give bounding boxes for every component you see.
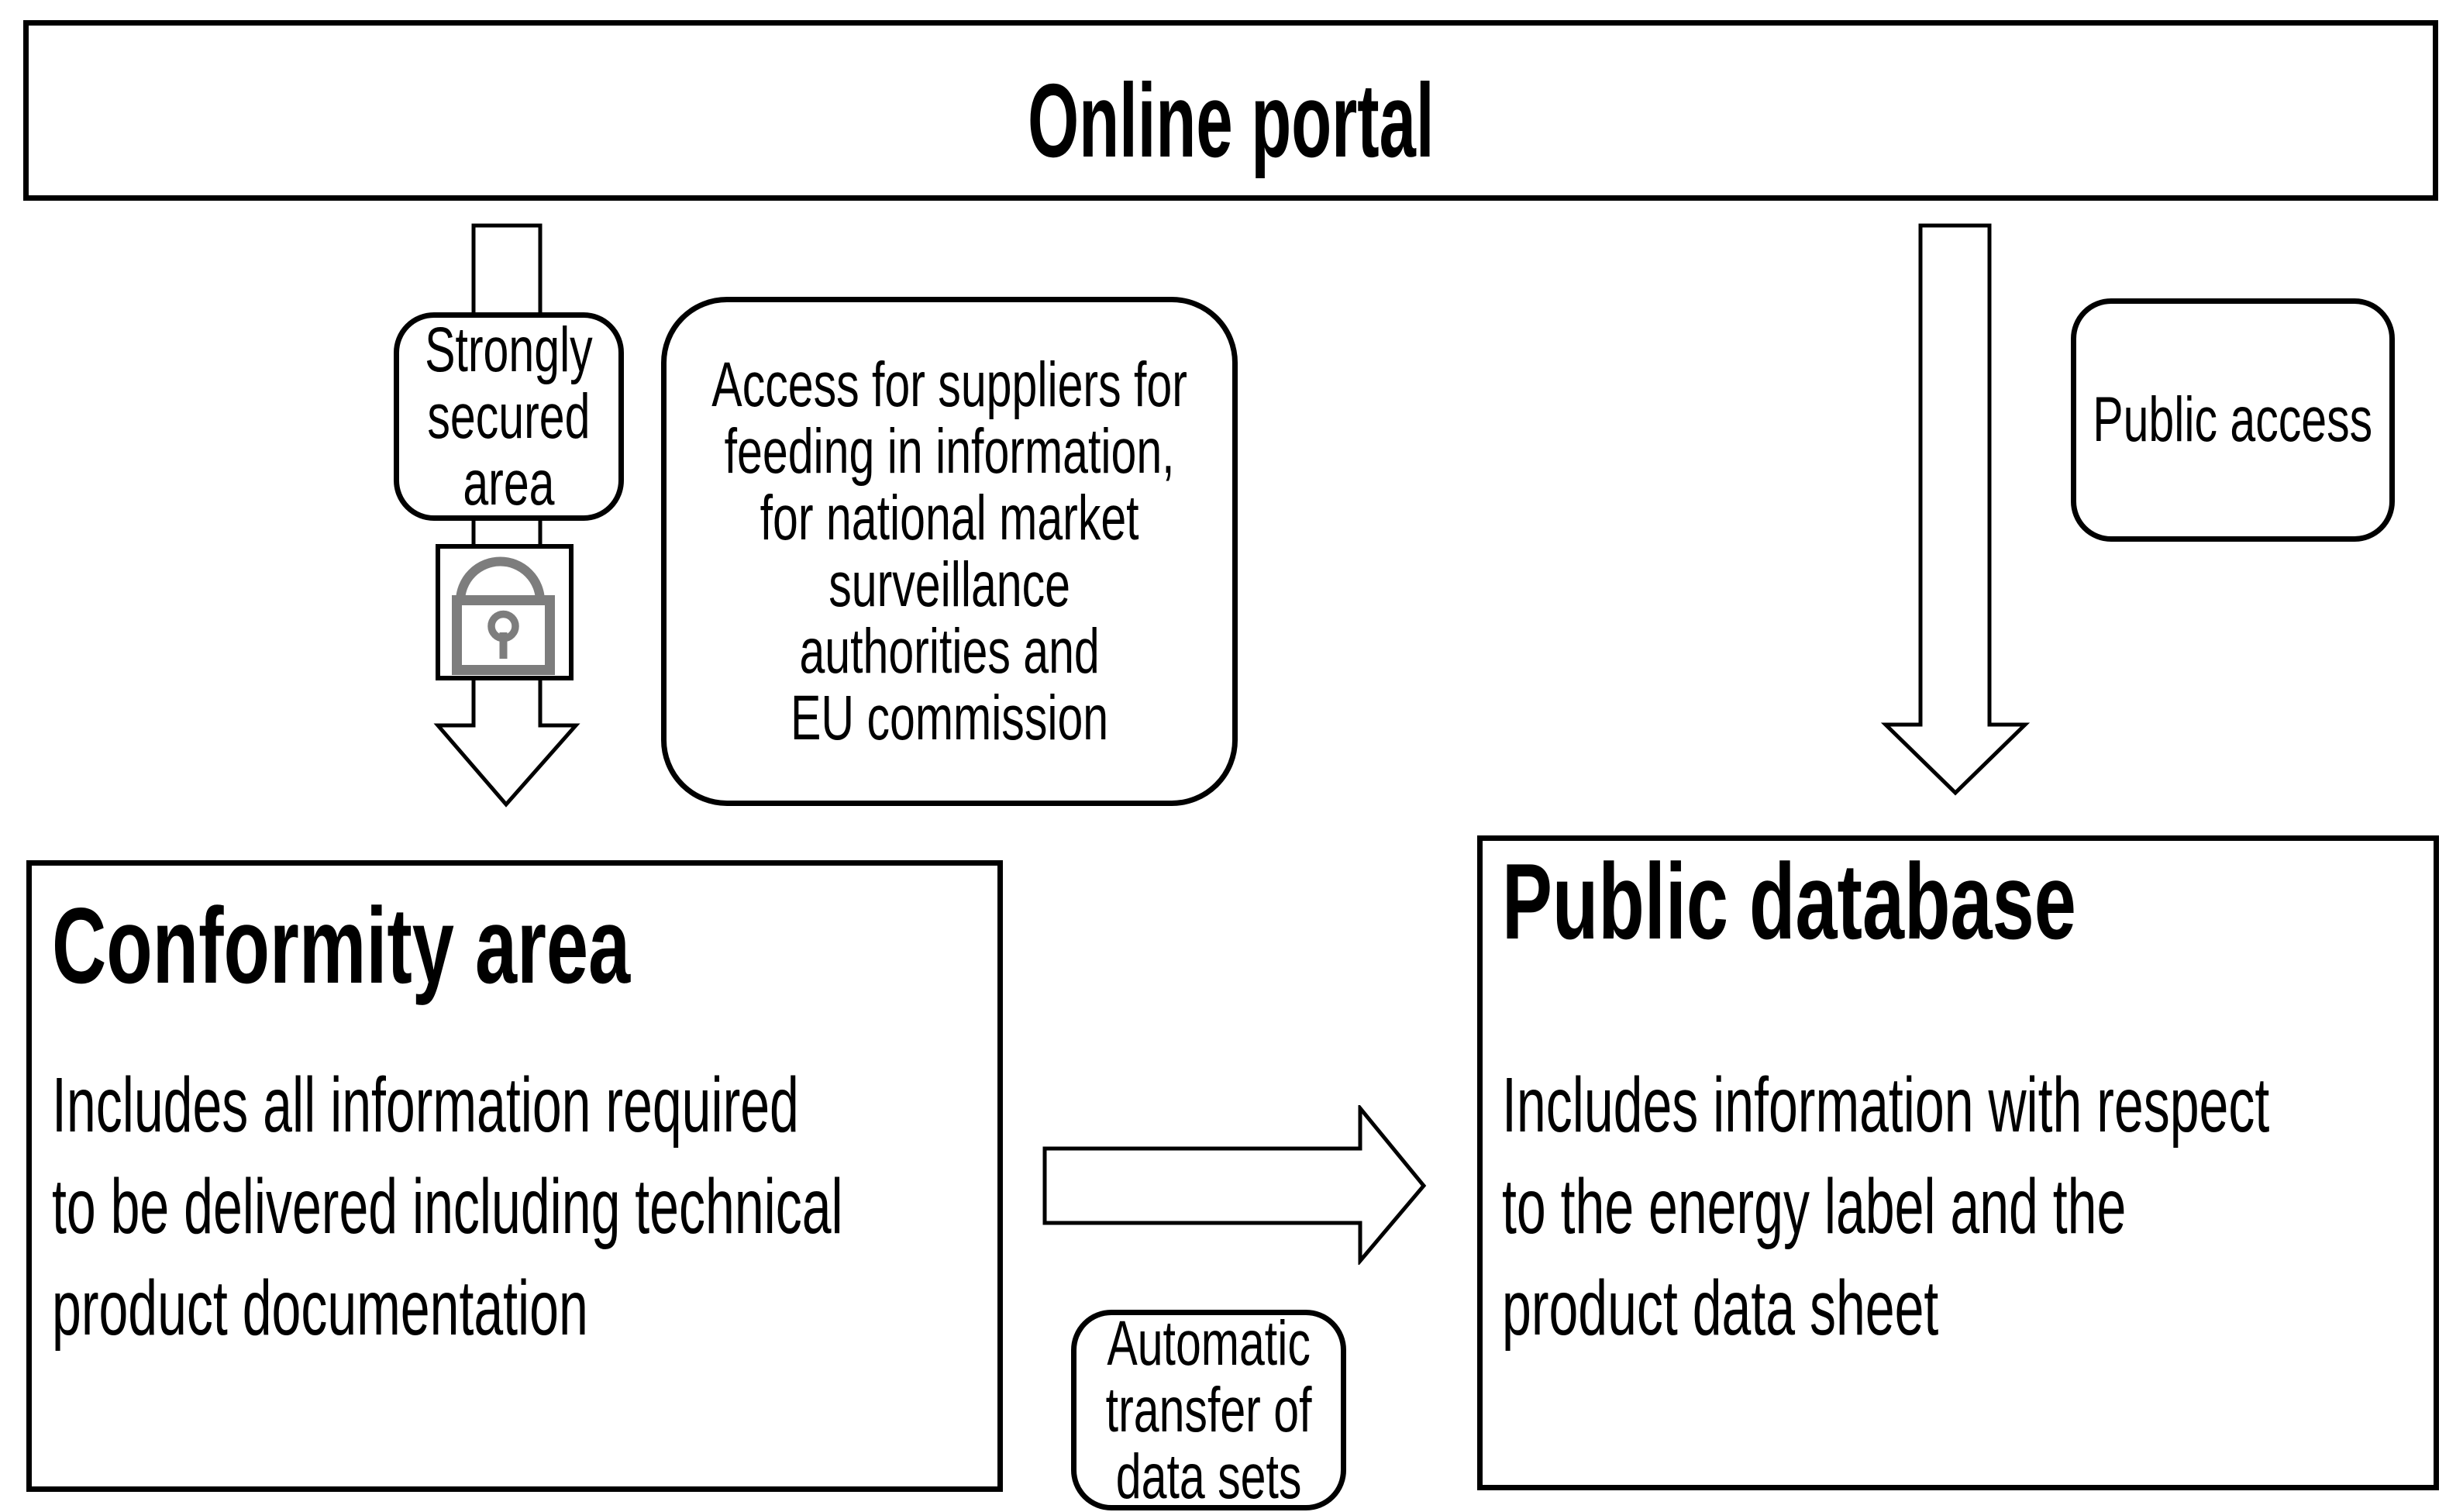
public-database-body: Includes information with respect to the… — [1483, 1055, 2434, 1359]
strongly-secured-area-box: Strongly secured area — [394, 312, 624, 521]
public-database-body-text: Includes information with respect to the… — [1502, 1062, 2270, 1352]
access-note-label: Access for suppliers for feeding in info… — [711, 349, 1187, 753]
public-database-title-text: Public database — [1502, 842, 2076, 962]
public-database-title: Public database — [1483, 841, 2434, 956]
conformity-area-title-text: Conformity area — [52, 886, 631, 1006]
conformity-area-body-text: Includes all information required to be … — [52, 1062, 843, 1352]
online-portal-box: Online portal — [23, 20, 2438, 201]
public-access-box: Public access — [2071, 298, 2395, 542]
down-arrow-right — [1880, 223, 2031, 796]
public-database-box: Public database Includes information wit… — [1477, 835, 2439, 1490]
automatic-transfer-box: Automatic transfer of data sets — [1071, 1310, 1346, 1510]
access-note-box: Access for suppliers for feeding in info… — [661, 297, 1238, 806]
conformity-area-title: Conformity area — [32, 866, 997, 1000]
conformity-area-box: Conformity area Includes all information… — [26, 860, 1003, 1492]
strongly-secured-area-label: Strongly secured area — [425, 314, 593, 518]
secured-lock-box — [436, 544, 574, 680]
padlock-icon — [452, 556, 555, 675]
public-access-label: Public access — [2093, 384, 2373, 455]
automatic-transfer-label: Automatic transfer of data sets — [1105, 1307, 1312, 1512]
right-arrow-transfer — [1042, 1105, 1427, 1265]
online-portal-title: Online portal — [1027, 62, 1435, 179]
conformity-area-body: Includes all information required to be … — [32, 1055, 997, 1359]
